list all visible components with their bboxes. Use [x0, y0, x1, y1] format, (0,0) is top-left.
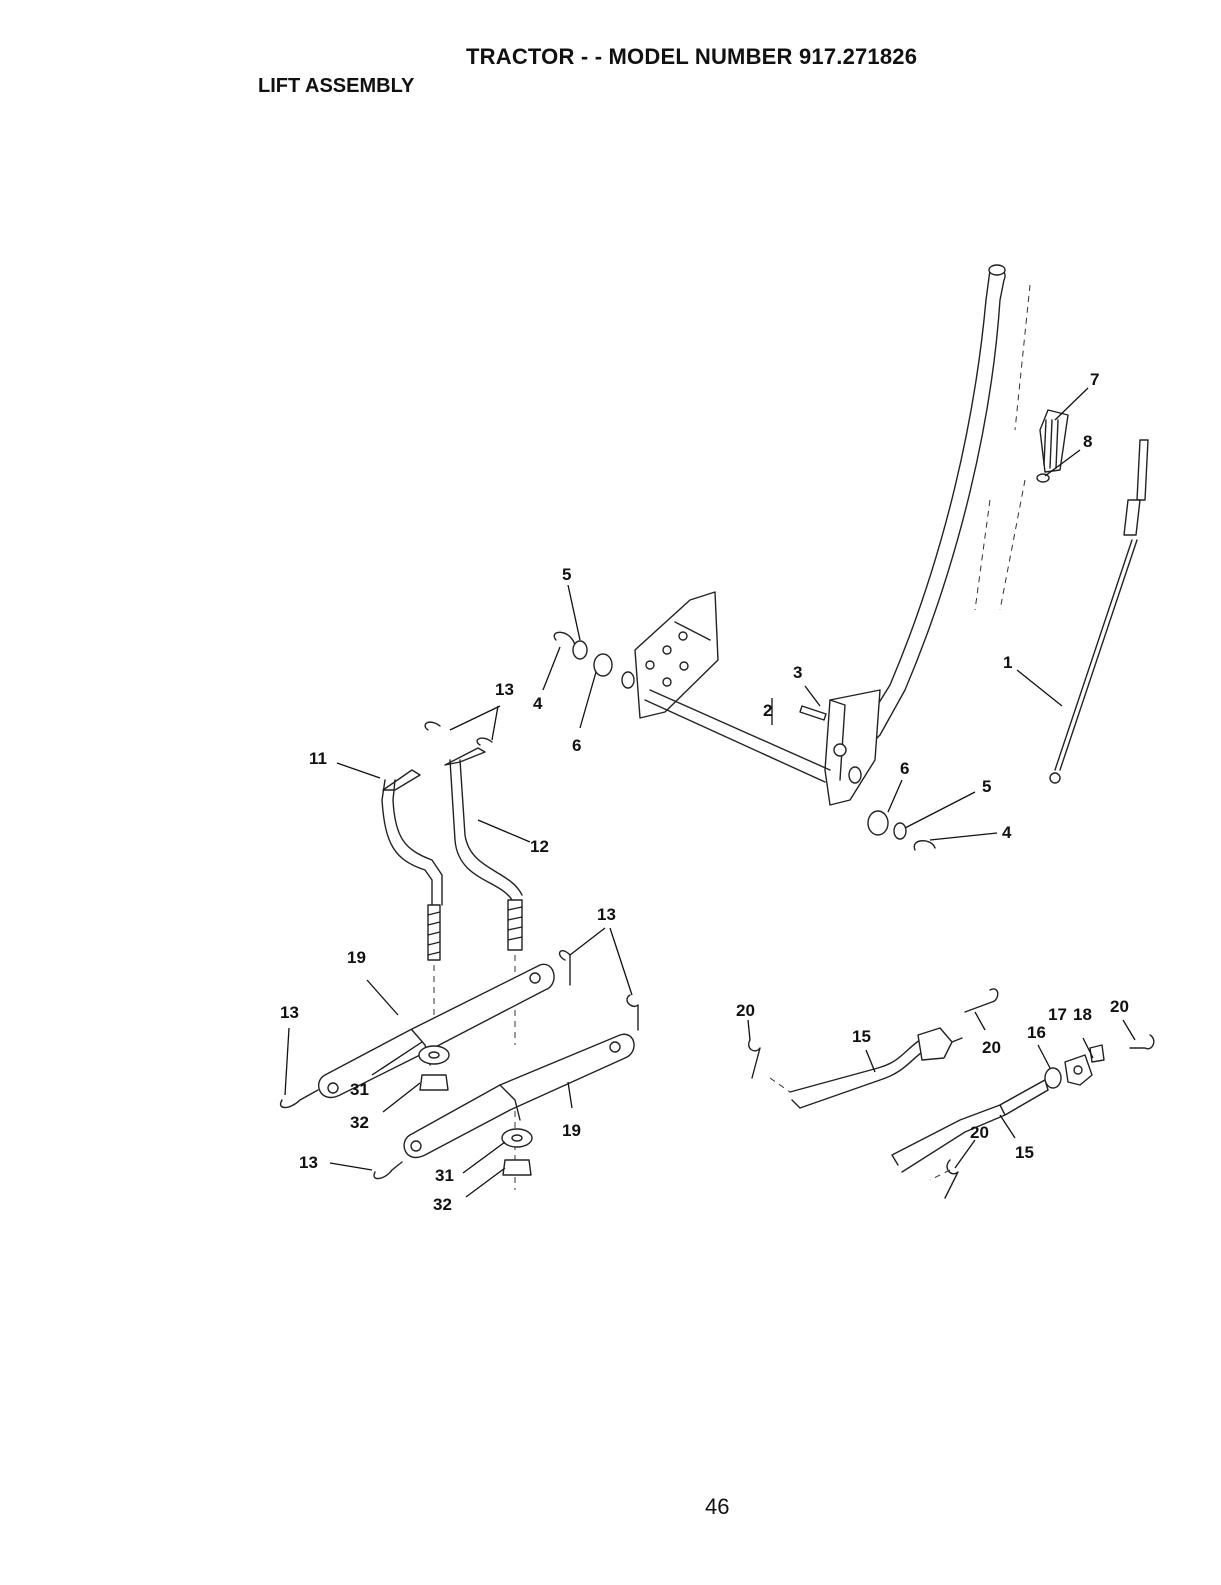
callout-label: 17 [1048, 1005, 1067, 1024]
callout-label: 19 [347, 948, 366, 967]
page-number: 46 [705, 1494, 729, 1520]
callout-label: 1 [1003, 653, 1012, 672]
callout-label: 16 [1027, 1023, 1046, 1042]
callout-label: 3 [793, 663, 802, 682]
callout-label: 13 [495, 680, 514, 699]
callout-label: 31 [435, 1166, 454, 1185]
spacer-and-nut-upper [419, 1046, 449, 1090]
callout-labels: 7 8 5 13 3 2 1 4 6 11 12 6 5 4 13 19 13 … [280, 370, 1129, 1214]
callout-label: 8 [1083, 432, 1092, 451]
callout-label: 6 [900, 759, 909, 778]
callout-label: 15 [852, 1027, 871, 1046]
callout-label: 6 [572, 736, 581, 755]
callout-label: 20 [982, 1038, 1001, 1057]
hair-pin-clip [749, 989, 1154, 1198]
callout-label: 13 [280, 1003, 299, 1022]
callout-label: 32 [350, 1113, 369, 1132]
callout-label: 20 [1110, 997, 1129, 1016]
right-shaft-hardware [868, 811, 935, 850]
callout-label: 20 [970, 1123, 989, 1142]
callout-label: 32 [433, 1195, 452, 1214]
lift-shaft-and-bracket [622, 592, 861, 783]
callout-label: 13 [597, 905, 616, 924]
callout-label: 19 [562, 1121, 581, 1140]
callout-label: 5 [562, 565, 571, 584]
spacer-and-nut-lower [502, 1129, 532, 1175]
callout-label: 31 [350, 1080, 369, 1099]
callout-label: 11 [309, 749, 327, 768]
lift-link-left [382, 770, 442, 960]
lift-link-right [445, 748, 522, 950]
leader-lines [285, 388, 1135, 1197]
callout-label: 18 [1073, 1005, 1092, 1024]
callout-label: 4 [1002, 823, 1012, 842]
callout-label: 13 [299, 1153, 318, 1172]
callout-label: 4 [533, 694, 543, 713]
callout-label: 2 [763, 701, 772, 720]
lift-lever-handle [825, 265, 1005, 805]
left-shaft-hardware [554, 632, 612, 676]
lift-cable-rod [1050, 440, 1148, 783]
trunnion-hardware [1045, 1045, 1104, 1088]
callout-label: 20 [736, 1001, 755, 1020]
adjustment-rod-upper [790, 1028, 962, 1108]
callout-label: 5 [982, 777, 991, 796]
callout-label: 7 [1090, 370, 1099, 389]
pin [800, 706, 826, 720]
callout-label: 12 [530, 837, 549, 856]
callout-label: 15 [1015, 1143, 1034, 1162]
